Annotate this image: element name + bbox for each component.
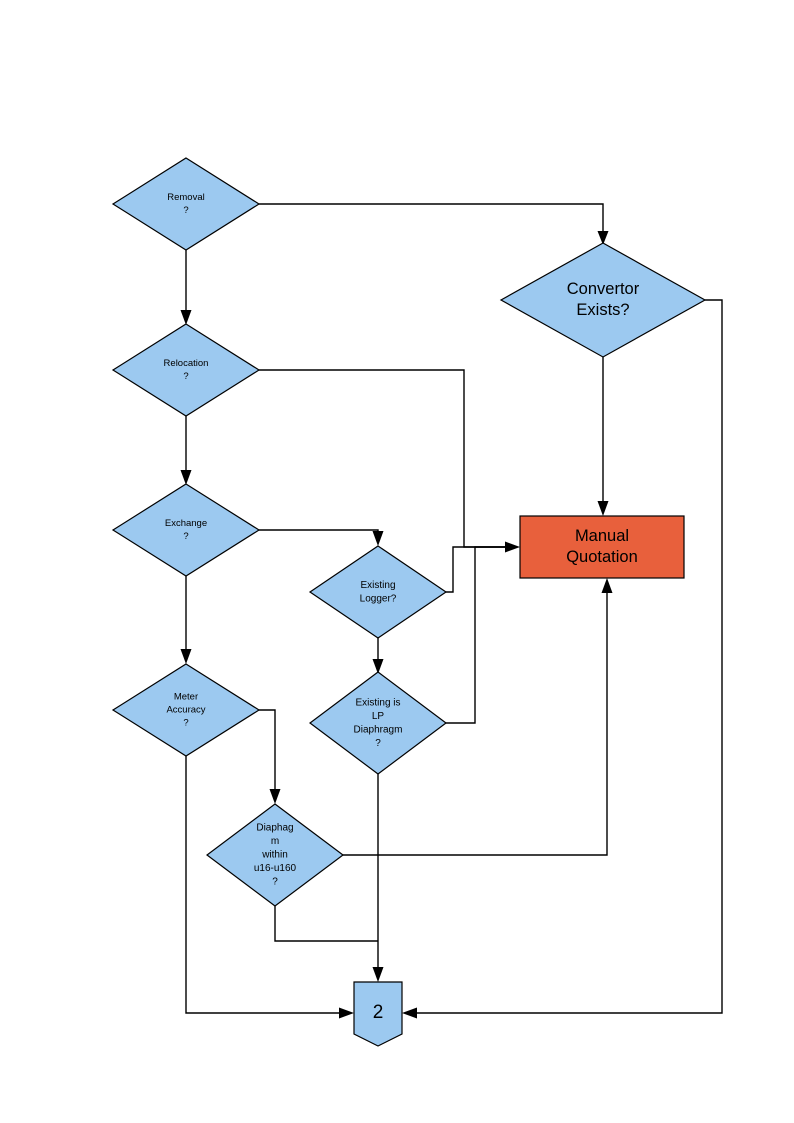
relocation-label-line1: Relocation (164, 358, 209, 369)
edge-lp-no-to-manual (446, 546, 510, 724)
connector-2-label: 2 (373, 1002, 384, 1023)
exchange-label-line1: Exchange (165, 518, 207, 529)
manual-quotation-label-line2: Quotation (566, 548, 638, 566)
node-layer: Removal ? Relocation ? Exchange ? Meter … (111, 157, 707, 1047)
edge-meteracc-no-to-conn2 (185, 756, 354, 1019)
existing-lp-label-line2: LP (372, 711, 385, 722)
meter-accuracy-label-line1: Meter (174, 692, 198, 703)
convertor-exists-diamond[interactable] (499, 242, 707, 358)
node-diaphagm-within[interactable]: Diaphag m within u16-u160 ? (206, 803, 344, 907)
existing-lp-label-line3: Diaphragm (354, 724, 403, 735)
diaphagm-label-line3: within (261, 850, 288, 861)
convertor-exists-label-line1: Convertor (567, 280, 640, 298)
edge-removal-yes-to-convertor (259, 203, 609, 245)
existing-lp-diaphragm-diamond[interactable] (309, 671, 447, 775)
diaphagm-label-line4: u16-u160 (254, 863, 297, 874)
removal-label-line2: ? (183, 205, 188, 216)
exchange-diamond[interactable] (111, 483, 261, 577)
existing-logger-diamond[interactable] (308, 545, 448, 639)
diaphagm-label-line1: Diaphag (256, 823, 293, 834)
existing-lp-label-line1: Existing is (355, 697, 400, 708)
node-meter-accuracy[interactable]: Meter Accuracy ? (111, 663, 261, 757)
removal-diamond[interactable] (111, 157, 261, 251)
edge-lp-yes-to-conn2 (372, 774, 384, 982)
edge-removal-no-to-relocation (180, 250, 192, 325)
relocation-diamond[interactable] (111, 323, 261, 417)
node-manual-quotation[interactable]: Manual Quotation (519, 515, 685, 579)
meter-accuracy-diamond[interactable] (111, 663, 261, 757)
existing-logger-label-line2: Logger? (360, 593, 397, 604)
exchange-label-line2: ? (183, 531, 188, 542)
manual-quotation-box[interactable] (519, 515, 685, 579)
edge-meteracc-yes-to-diaphagm (259, 709, 281, 804)
manual-quotation-label-line1: Manual (575, 527, 629, 545)
edge-layer (180, 203, 723, 1019)
node-removal[interactable]: Removal ? (111, 157, 261, 251)
edge-convertor-yes-to-manual (597, 357, 609, 516)
existing-lp-label-line4: ? (375, 738, 381, 749)
edge-exchange-yes-to-logger (259, 529, 384, 546)
node-exchange[interactable]: Exchange ? (111, 483, 261, 577)
connector-2-shape[interactable] (353, 981, 403, 1047)
node-connector-2[interactable]: 2 (353, 981, 403, 1047)
existing-logger-label-line1: Existing (360, 580, 395, 591)
diaphagm-within-diamond[interactable] (206, 803, 344, 907)
edge-convertor-no-to-conn2 (402, 299, 723, 1019)
meter-accuracy-label-line2: Accuracy (166, 705, 205, 716)
diaphagm-label-line5: ? (272, 877, 278, 888)
removal-label-line1: Removal (167, 192, 205, 203)
edge-exchange-no-to-meteracc (180, 576, 192, 664)
node-convertor-exists[interactable]: Convertor Exists? (499, 242, 707, 358)
node-existing-logger[interactable]: Existing Logger? (308, 545, 448, 639)
edge-diaphagm-no-to-manual (343, 578, 613, 856)
relocation-label-line2: ? (183, 371, 188, 382)
edge-logger-no-to-lp (372, 638, 384, 674)
meter-accuracy-label-line3: ? (183, 718, 188, 729)
edge-diaphagm-yes-to-conn2 (274, 906, 378, 942)
diaphagm-label-line2: m (271, 836, 279, 847)
node-relocation[interactable]: Relocation ? (111, 323, 261, 417)
node-existing-lp-diaphragm[interactable]: Existing is LP Diaphragm ? (309, 671, 447, 775)
convertor-exists-label-line2: Exists? (576, 301, 629, 319)
edge-relocation-no-to-exchange (180, 416, 192, 485)
